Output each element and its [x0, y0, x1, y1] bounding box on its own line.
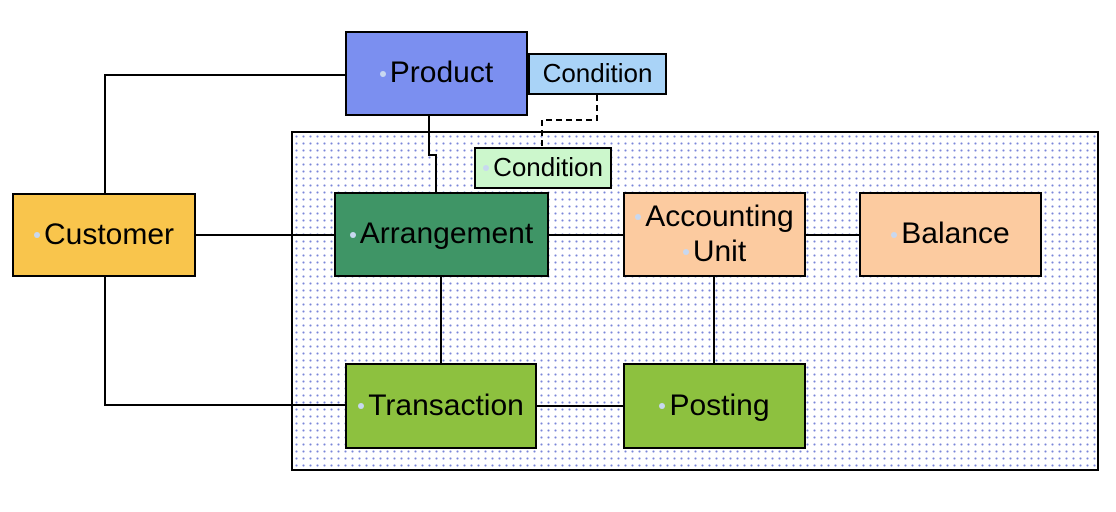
bullet-icon [682, 248, 689, 255]
node-product: Product [345, 31, 528, 116]
node-customer-label: Customer [43, 217, 175, 251]
node-customer: Customer [12, 193, 196, 277]
node-accounting-unit: Accounting Unit [623, 192, 806, 277]
node-transaction: Transaction [345, 363, 537, 449]
node-condition-arrangement: Condition [474, 147, 612, 189]
bullet-icon [379, 70, 386, 77]
edge-product-arrangement [428, 116, 437, 192]
node-condition-product-label: Condition [542, 58, 653, 89]
bullet-icon [483, 165, 490, 171]
node-posting-label: Posting [669, 388, 770, 422]
bullet-icon [358, 403, 365, 409]
node-accounting-unit-label-line1: Accounting [645, 200, 794, 233]
bullet-icon [659, 403, 666, 409]
node-arrangement: Arrangement [334, 192, 549, 277]
node-condition-arrangement-label: Condition [493, 152, 603, 183]
node-condition-product: Condition [528, 53, 667, 95]
edge-customer-product [104, 74, 345, 193]
edge-customer-transaction [104, 277, 345, 406]
bullet-icon [635, 214, 642, 221]
node-balance-label: Balance [901, 217, 1010, 251]
edge-condition-condition [541, 95, 598, 147]
bullet-icon [33, 232, 40, 238]
node-product-label: Product [389, 56, 494, 90]
node-balance: Balance [859, 192, 1042, 277]
node-arrangement-label: Arrangement [359, 217, 534, 251]
node-accounting-unit-label-line2: Unit [692, 234, 747, 268]
bullet-icon [891, 231, 898, 238]
node-posting: Posting [623, 363, 806, 449]
bullet-icon [349, 231, 356, 238]
node-transaction-label: Transaction [368, 388, 524, 422]
